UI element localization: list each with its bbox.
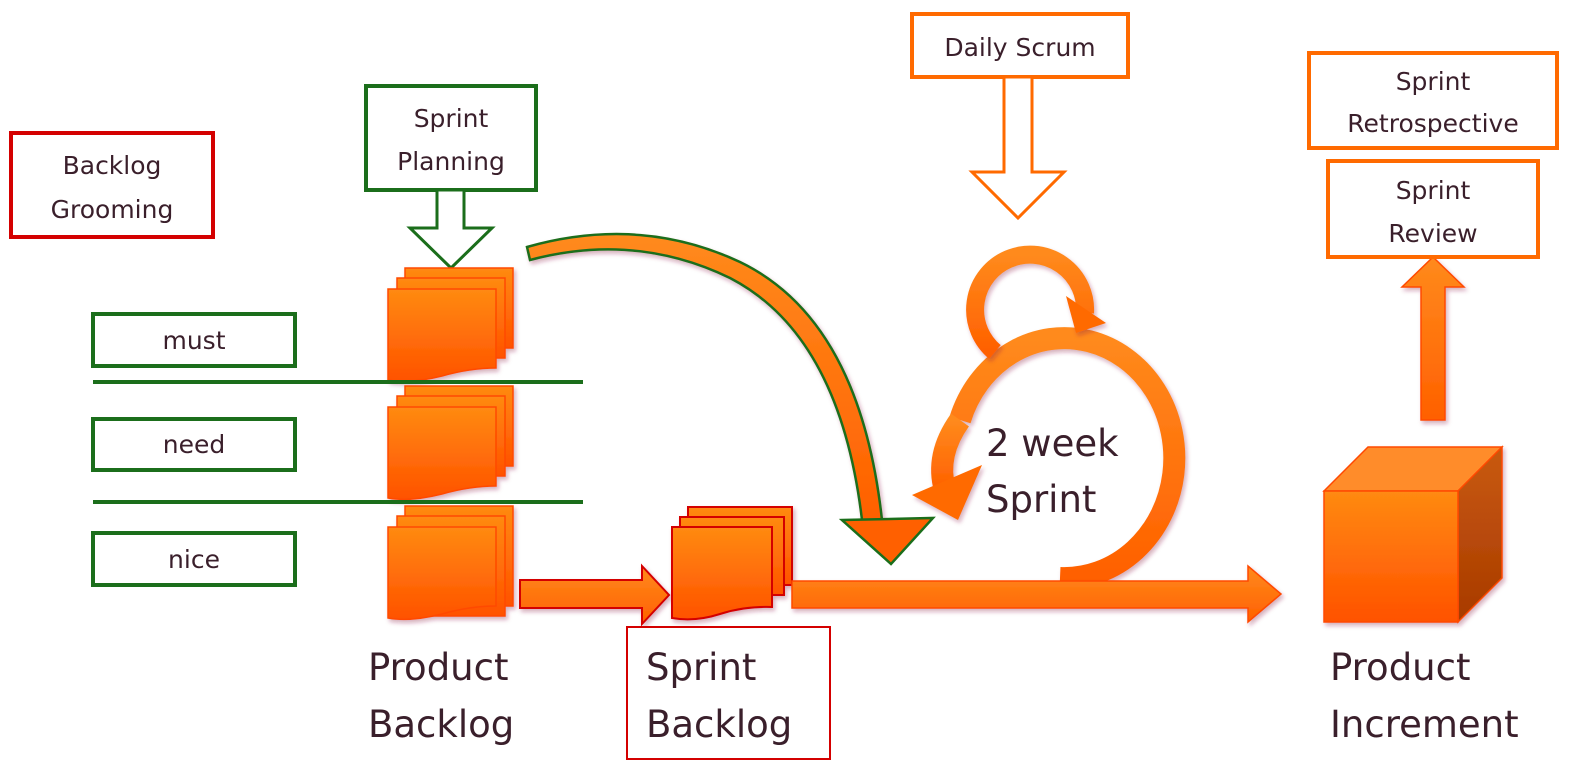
product-increment-line1: Product (1330, 646, 1470, 689)
product-backlog-stack-3 (387, 505, 514, 621)
two-week-sprint-line1: 2 week (986, 422, 1119, 465)
sprint-review-line1: Sprint (1396, 176, 1471, 205)
product-backlog-line2: Backlog (368, 703, 514, 746)
priority-must-label: must (162, 326, 225, 355)
sprint-retrospective-box: Sprint Retrospective (1307, 51, 1559, 150)
backlog-grooming-line1: Backlog (63, 151, 162, 180)
sprint-planning-line2: Planning (397, 147, 505, 176)
sprint-backlog-stack (671, 506, 793, 621)
sprint-to-increment-arrow-icon (791, 564, 1283, 624)
sprint-backlog-line1: Sprint (646, 646, 756, 689)
product-backlog-line1: Product (368, 646, 508, 689)
sprint-review-line2: Review (1388, 219, 1477, 248)
planning-curved-arrow-icon (525, 232, 884, 522)
priority-must-box: must (91, 312, 297, 368)
two-week-sprint-line2: Sprint (986, 478, 1096, 521)
priority-need-label: need (163, 430, 225, 459)
product-backlog-stack-1 (387, 267, 514, 383)
planning-curved-arrowhead-icon (838, 516, 936, 566)
daily-scrum-box: Daily Scrum (910, 12, 1130, 79)
daily-loop-arrowhead-icon (1066, 296, 1106, 333)
sprint-backlog-line2: Backlog (646, 703, 792, 746)
daily-scrum-label: Daily Scrum (944, 33, 1095, 62)
sprint-retrospective-line1: Sprint (1396, 67, 1471, 96)
product-increment-cube-icon (1322, 445, 1504, 624)
sprint-planning-box: Sprint Planning (364, 84, 538, 192)
sprint-backlog-label-box: Sprint Backlog (626, 626, 831, 760)
sprint-planning-arrow-icon (406, 188, 496, 271)
sprint-retrospective-line2: Retrospective (1347, 109, 1518, 138)
backlog-grooming-line2: Grooming (51, 195, 174, 224)
priority-nice-box: nice (91, 531, 297, 587)
product-backlog-stack-2 (387, 385, 514, 501)
daily-scrum-arrow-icon (968, 75, 1068, 221)
increment-to-review-arrow-icon (1400, 255, 1466, 421)
product-increment-line2: Increment (1330, 703, 1519, 746)
priority-need-box: need (91, 417, 297, 472)
sprint-loop (912, 327, 1186, 590)
sprint-loop-arrowhead-icon (912, 465, 982, 520)
backlog-to-sprint-arrow-icon (519, 563, 671, 627)
daily-loop (966, 245, 1106, 359)
sprint-review-box: Sprint Review (1326, 159, 1540, 259)
priority-nice-label: nice (168, 545, 220, 574)
backlog-grooming-box: Backlog Grooming (9, 131, 215, 239)
sprint-planning-line1: Sprint (414, 104, 489, 133)
